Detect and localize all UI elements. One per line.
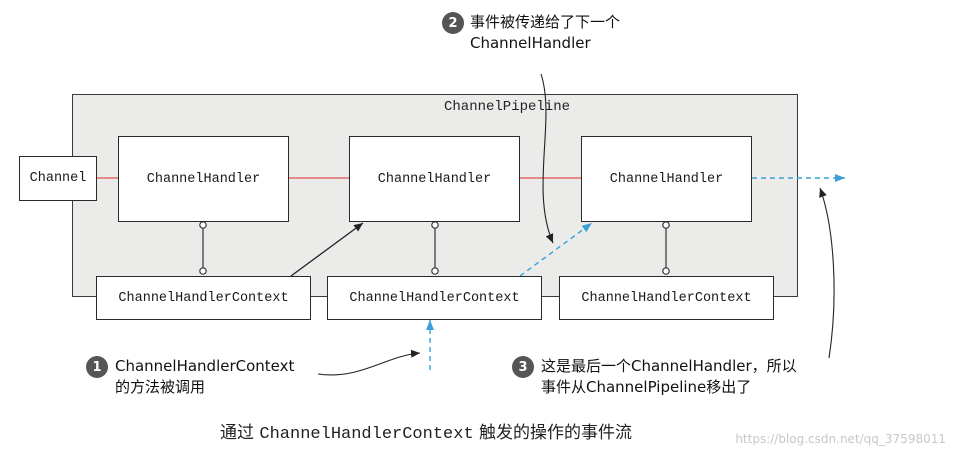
handler-context-link-3 bbox=[662, 221, 670, 275]
note-3-line2: 事件从ChannelPipeline移出了 bbox=[541, 378, 752, 396]
channel-box: Channel bbox=[19, 156, 97, 201]
channel-handler-label: ChannelHandler bbox=[377, 171, 492, 187]
note-3-text: 这是最后一个ChannelHandler，所以 事件从ChannelPipeli… bbox=[541, 356, 797, 398]
pipeline-label: ChannelPipeline bbox=[443, 99, 571, 115]
note-2-line1: 事件被传递给了下一个 bbox=[470, 13, 621, 31]
note-2-line2: ChannelHandler bbox=[470, 34, 591, 52]
channel-handler-2: ChannelHandler bbox=[349, 136, 520, 222]
channel-handler-label: ChannelHandler bbox=[146, 171, 261, 187]
note-3-line1: 这是最后一个ChannelHandler，所以 bbox=[541, 357, 797, 375]
channel-handler-context-1: ChannelHandlerContext bbox=[96, 276, 311, 320]
note-1-text: ChannelHandlerContext 的方法被调用 bbox=[115, 356, 294, 398]
handler-context-link-1 bbox=[199, 221, 207, 275]
channel-handler-context-3: ChannelHandlerContext bbox=[559, 276, 774, 320]
context1-to-handler2-arrow bbox=[290, 222, 364, 277]
watermark: https://blog.csdn.net/qq_37598011 bbox=[735, 432, 946, 446]
channel-handler-label: ChannelHandler bbox=[609, 171, 724, 187]
note-1-line1: ChannelHandlerContext bbox=[115, 357, 295, 375]
channel-handler-3: ChannelHandler bbox=[581, 136, 752, 222]
callout-2-curve bbox=[540, 73, 554, 244]
note-1-line2: 的方法被调用 bbox=[115, 378, 206, 396]
caption-code: ChannelHandlerContext bbox=[259, 425, 474, 444]
note-2-badge: 2 bbox=[442, 12, 464, 34]
callout-3-curve bbox=[819, 187, 835, 359]
context-label: ChannelHandlerContext bbox=[118, 290, 289, 306]
figure-caption: 通过 ChannelHandlerContext 触发的操作的事件流 bbox=[220, 418, 632, 444]
event-arrow-context2-to-handler3 bbox=[519, 222, 593, 277]
context-label: ChannelHandlerContext bbox=[581, 290, 752, 306]
callout-1-curve bbox=[317, 349, 421, 376]
handler-context-link-2 bbox=[431, 221, 439, 275]
caption-suffix: 触发的操作的事件流 bbox=[473, 423, 633, 443]
note-2-text: 事件被传递给了下一个 ChannelHandler bbox=[470, 12, 620, 54]
channel-handler-context-2: ChannelHandlerContext bbox=[327, 276, 542, 320]
note-3-badge: 3 bbox=[512, 356, 534, 378]
context-label: ChannelHandlerContext bbox=[349, 290, 520, 306]
channel-label: Channel bbox=[29, 171, 87, 186]
note-1-badge: 1 bbox=[86, 356, 108, 378]
caption-prefix: 通过 bbox=[220, 423, 260, 443]
channel-handler-1: ChannelHandler bbox=[118, 136, 289, 222]
